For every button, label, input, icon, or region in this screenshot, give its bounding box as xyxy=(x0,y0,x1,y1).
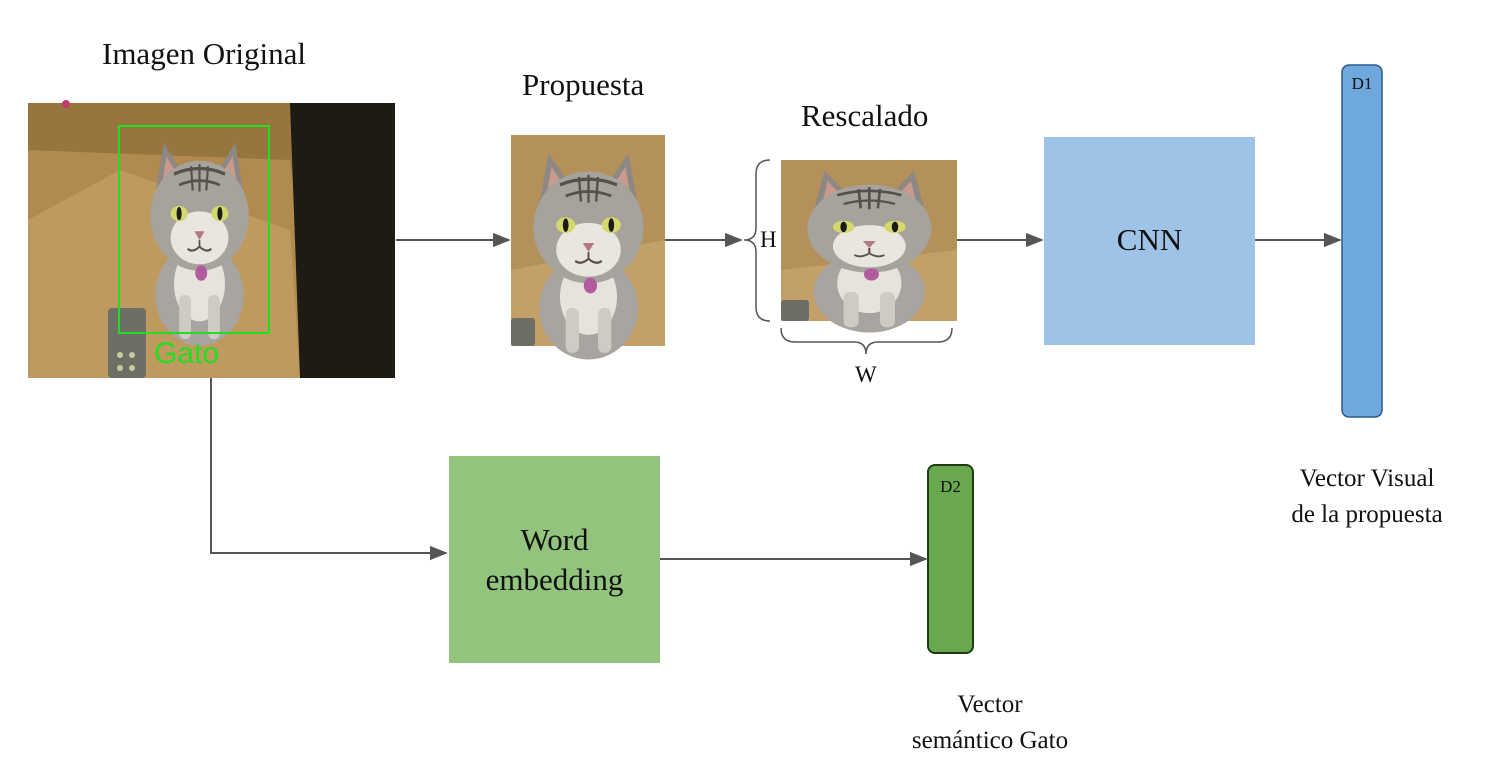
arrow-original-to-word-embedding xyxy=(210,378,448,561)
original-image xyxy=(28,100,395,378)
word-embedding-label: Word embedding xyxy=(449,520,660,600)
visual-vector-caption-line1: Vector Visual xyxy=(1299,465,1435,492)
bounding-box xyxy=(118,125,270,334)
proposal-image xyxy=(511,135,665,362)
height-brace xyxy=(743,159,771,322)
width-label: W xyxy=(855,362,877,387)
word-embedding-block xyxy=(449,456,660,663)
word-embedding-label-line1: Word xyxy=(520,522,589,557)
semantic-vector-caption-line2: semántico Gato xyxy=(911,727,1069,754)
title-rescaled: Rescalado xyxy=(801,98,929,133)
word-embedding-label-line2: embedding xyxy=(485,562,624,597)
visual-vector-dim-label: D1 xyxy=(1351,74,1373,93)
title-proposal: Propuesta xyxy=(522,67,645,102)
height-label: H xyxy=(760,227,777,252)
width-brace xyxy=(780,327,953,355)
title-original-image: Imagen Original xyxy=(102,36,307,71)
semantic-vector-caption-line1: Vector xyxy=(957,691,1023,718)
cnn-block xyxy=(1044,137,1255,345)
cnn-label: CNN xyxy=(1116,222,1183,257)
semantic-vector-caption: Vector semántico Gato xyxy=(880,687,1100,759)
semantic-vector-dim-label: D2 xyxy=(940,477,961,496)
rescaled-image xyxy=(781,160,957,335)
visual-vector-caption-line2: de la propuesta xyxy=(1291,501,1443,528)
visual-vector xyxy=(1341,64,1383,418)
visual-vector-caption: Vector Visual de la propuesta xyxy=(1262,461,1472,533)
semantic-vector xyxy=(927,464,974,654)
detection-label: Gato xyxy=(154,337,220,370)
